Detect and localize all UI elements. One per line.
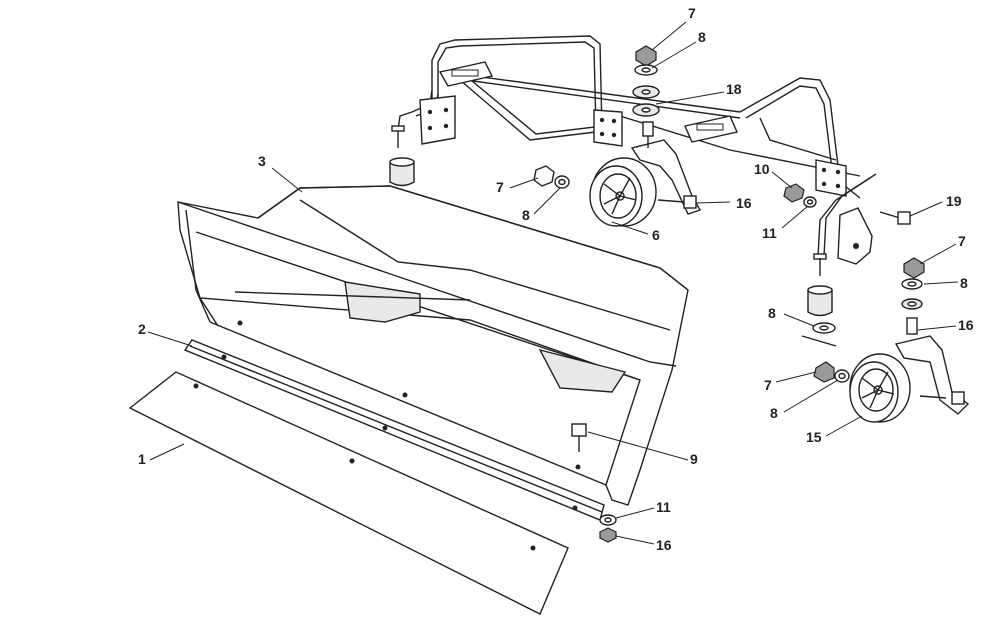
part-bolt-9 [571,423,587,452]
part-wheel-lower [813,335,970,423]
part-nut-washer-mid [783,183,817,208]
part-height-adjust-frame [389,35,877,317]
callout-label: 8 [960,275,968,291]
callout-label: 7 [688,5,696,21]
callout-label: 8 [768,305,776,321]
callout-label: 11 [656,499,671,515]
part-right-fastener-stack [801,257,925,347]
callout-label: 16 [656,537,672,553]
part-bolt-19 [879,211,911,225]
callout-label: 16 [958,317,974,333]
callout-label: 7 [958,233,966,249]
callout-labels: 7 8 18 3 7 8 16 6 10 11 19 7 8 2 8 16 7 … [138,5,974,553]
part-top-fastener-stack [632,45,660,117]
callout-label: 8 [522,207,530,223]
callout-label: 6 [652,227,660,243]
callout-label: 15 [806,429,822,445]
leader-lines [147,21,959,545]
callout-label: 10 [754,161,770,177]
part-mower-housing [177,185,689,506]
part-scraper-strip [183,339,605,521]
callout-label: 7 [496,179,504,195]
callout-label: 7 [764,377,772,393]
callout-label: 18 [726,81,742,97]
callout-label: 8 [698,29,706,45]
callout-label: 19 [946,193,962,209]
callout-label: 16 [736,195,752,211]
callout-label: 1 [138,451,146,467]
callout-label: 3 [258,153,266,169]
part-skid-plate [128,371,569,615]
callout-label: 8 [770,405,778,421]
part-bottom-fasteners [599,514,617,543]
part-wheel-upper [533,121,702,227]
callout-label: 9 [690,451,698,467]
callout-label: 11 [762,225,777,241]
callout-label: 2 [138,321,146,337]
